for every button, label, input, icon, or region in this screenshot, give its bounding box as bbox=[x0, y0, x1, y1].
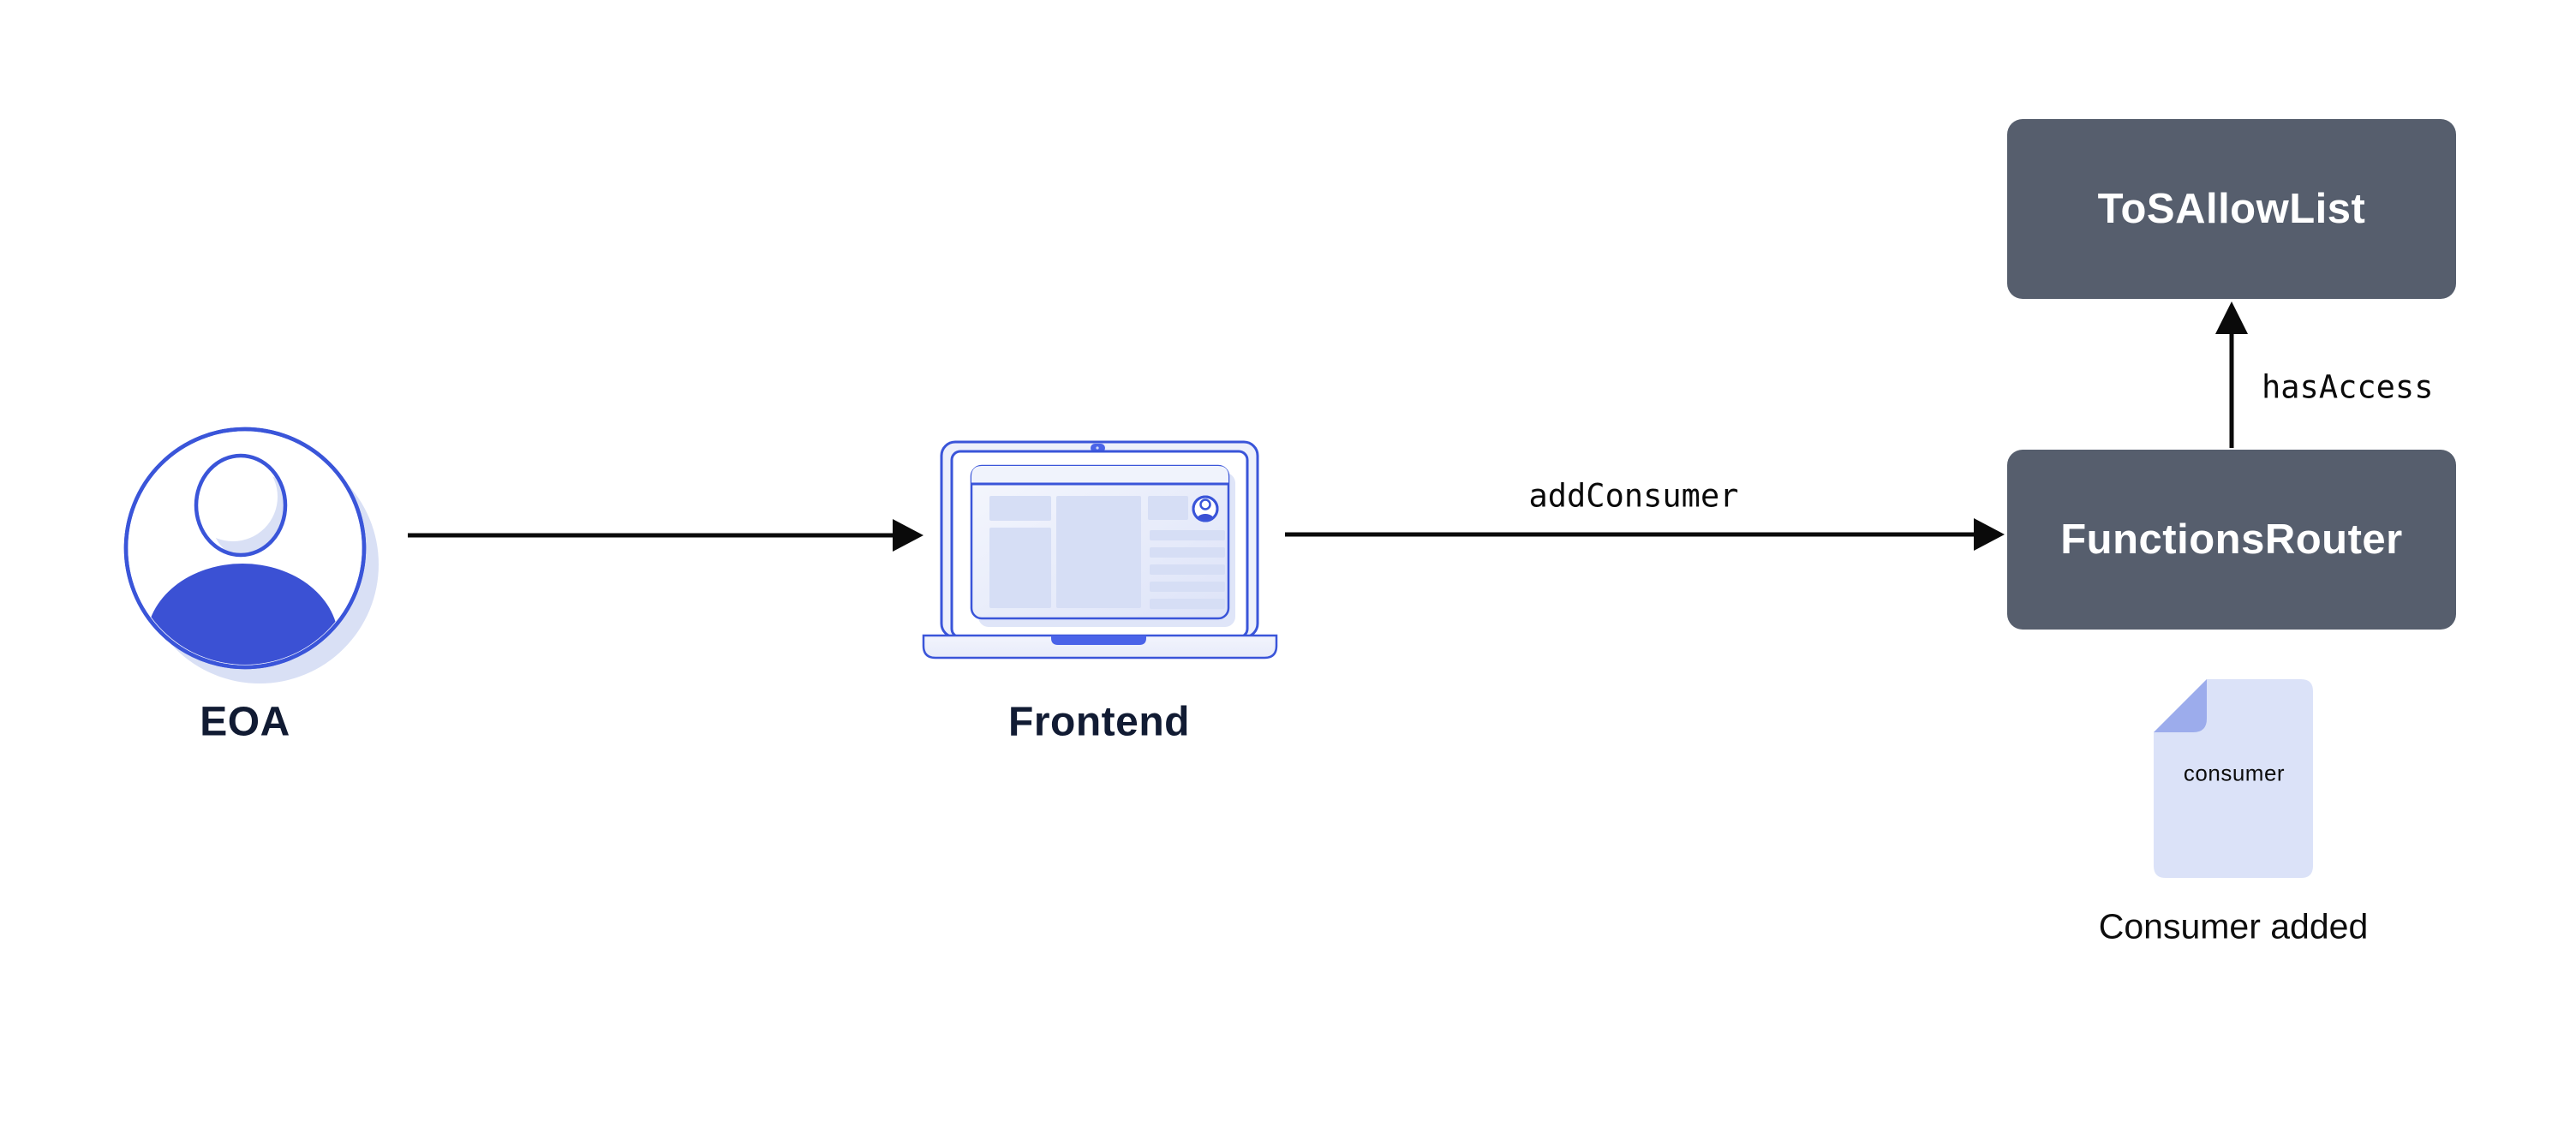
tosallowlist-box: ToSAllowList bbox=[2007, 119, 2456, 299]
tosallowlist-box-label: ToSAllowList bbox=[2097, 186, 2366, 232]
browser-toolbar bbox=[971, 466, 1228, 483]
arrowhead-up-icon bbox=[2215, 301, 2248, 334]
edge-functionsrouter-to-tosallowlist bbox=[2215, 301, 2248, 448]
document-icon bbox=[2154, 679, 2313, 878]
edge-frontend-to-functionsrouter bbox=[1285, 518, 2005, 551]
arrowhead-right-icon bbox=[893, 519, 923, 552]
edge-eoa-to-frontend bbox=[408, 519, 923, 552]
arrowhead-right-icon bbox=[1974, 518, 2005, 551]
frontend-node-label: Frontend bbox=[1008, 699, 1190, 745]
functionsrouter-box-label: FunctionsRouter bbox=[2060, 516, 2403, 563]
laptop-base bbox=[922, 634, 1278, 660]
user-avatar-icon bbox=[123, 427, 379, 683]
consumer-added-caption: Consumer added bbox=[2098, 906, 2369, 946]
folded-corner-icon bbox=[2154, 679, 2207, 732]
consumer-doc-label: consumer bbox=[2183, 760, 2286, 786]
profile-avatar-icon bbox=[1192, 495, 1219, 522]
hasaccess-edge-label: hasAccess bbox=[2262, 368, 2434, 406]
functionsrouter-box: FunctionsRouter bbox=[2007, 450, 2456, 630]
laptop-icon bbox=[922, 440, 1278, 660]
laptop-notch bbox=[1051, 636, 1146, 645]
eoa-node-label: EOA bbox=[200, 699, 290, 745]
addconsumer-edge-label: addConsumer bbox=[1528, 477, 1739, 515]
